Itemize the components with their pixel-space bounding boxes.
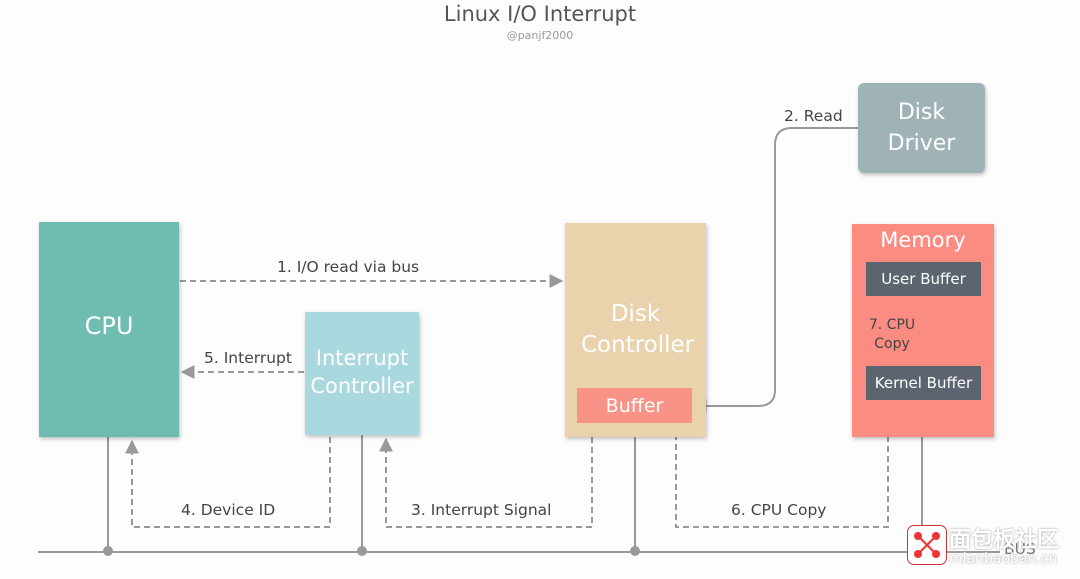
kernel-buffer-node: Kernel Buffer [866, 366, 981, 400]
flow-cpu-copy-arrow [675, 404, 895, 528]
disk-driver-label: Disk Driver [887, 100, 956, 156]
watermark-text: 面包板社区 [949, 528, 1060, 553]
flow-interrupt-signal-arrow [379, 437, 593, 528]
cpu-node: CPU [39, 222, 179, 437]
interrupt-controller-label: Interrupt Controller [310, 346, 414, 398]
user-buffer-node: User Buffer [866, 262, 981, 296]
memory-label: Memory [880, 228, 966, 252]
watermark-url: mianbaoban.cn [949, 551, 1058, 567]
interrupt-controller-node: Interrupt Controller [305, 312, 419, 435]
bus-node-interrupt-controller [357, 546, 367, 556]
io-read-label: 1. I/O read via bus [277, 258, 420, 276]
bus-label: BUS [1004, 540, 1036, 558]
diagram-title: Linux I/O Interrupt [443, 2, 637, 26]
flow-device-id-arrow [125, 437, 331, 528]
buffer-node: Buffer [577, 388, 692, 423]
bus-node-disk-controller [630, 546, 640, 556]
diagram-subtitle: @panjf2000 [506, 29, 574, 42]
memory-node: Memory User Buffer 7. CPU Copy Kernel Bu… [852, 224, 994, 437]
cpu-label: CPU [84, 312, 134, 340]
cpu-copy-7-label: 7. CPU Copy [868, 317, 916, 352]
device-id-label: 4. Device ID [181, 501, 276, 519]
disk-controller-label: Disk Controller [581, 301, 695, 358]
bus-node-cpu [103, 546, 113, 556]
disk-driver-node: Disk Driver [858, 83, 985, 173]
cpu-copy-label: 6. CPU Copy [731, 501, 827, 519]
buffer-label: Buffer [605, 395, 664, 417]
interrupt-signal-label: 3. Interrupt Signal [411, 501, 552, 519]
disk-controller-node: Disk Controller Buffer [565, 223, 706, 437]
user-buffer-label: User Buffer [881, 270, 966, 288]
flow-read-arrow [692, 127, 858, 413]
watermark: 面包板社区 mianbaoban.cn [907, 522, 1072, 572]
read-label: 2. Read [784, 107, 843, 125]
kernel-buffer-label: Kernel Buffer [874, 374, 973, 392]
interrupt-label: 5. Interrupt [204, 349, 292, 367]
watermark-logo-icon [907, 525, 947, 565]
